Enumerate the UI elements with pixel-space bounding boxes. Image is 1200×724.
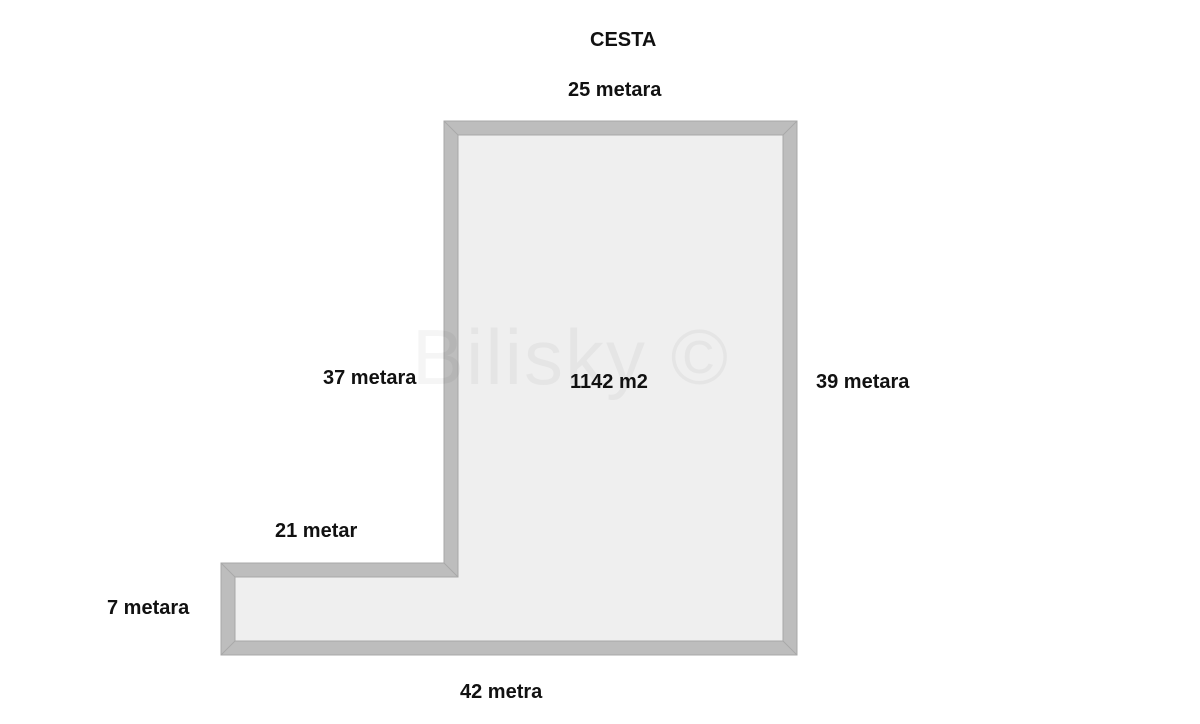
right-dimension-label: 39 metara <box>816 371 910 393</box>
area-label: 1142 m2 <box>570 371 648 393</box>
plot-bevels <box>220 120 798 656</box>
road-label: CESTA <box>590 29 657 51</box>
top-dimension-label: 25 metara <box>568 79 662 101</box>
bottom-dimension-label: 42 metra <box>460 681 543 703</box>
step-dimension-label: 21 metar <box>275 520 358 542</box>
left-lower-dimension-label: 7 metara <box>107 597 190 619</box>
left-upper-dimension-label: 37 metara <box>323 367 417 389</box>
